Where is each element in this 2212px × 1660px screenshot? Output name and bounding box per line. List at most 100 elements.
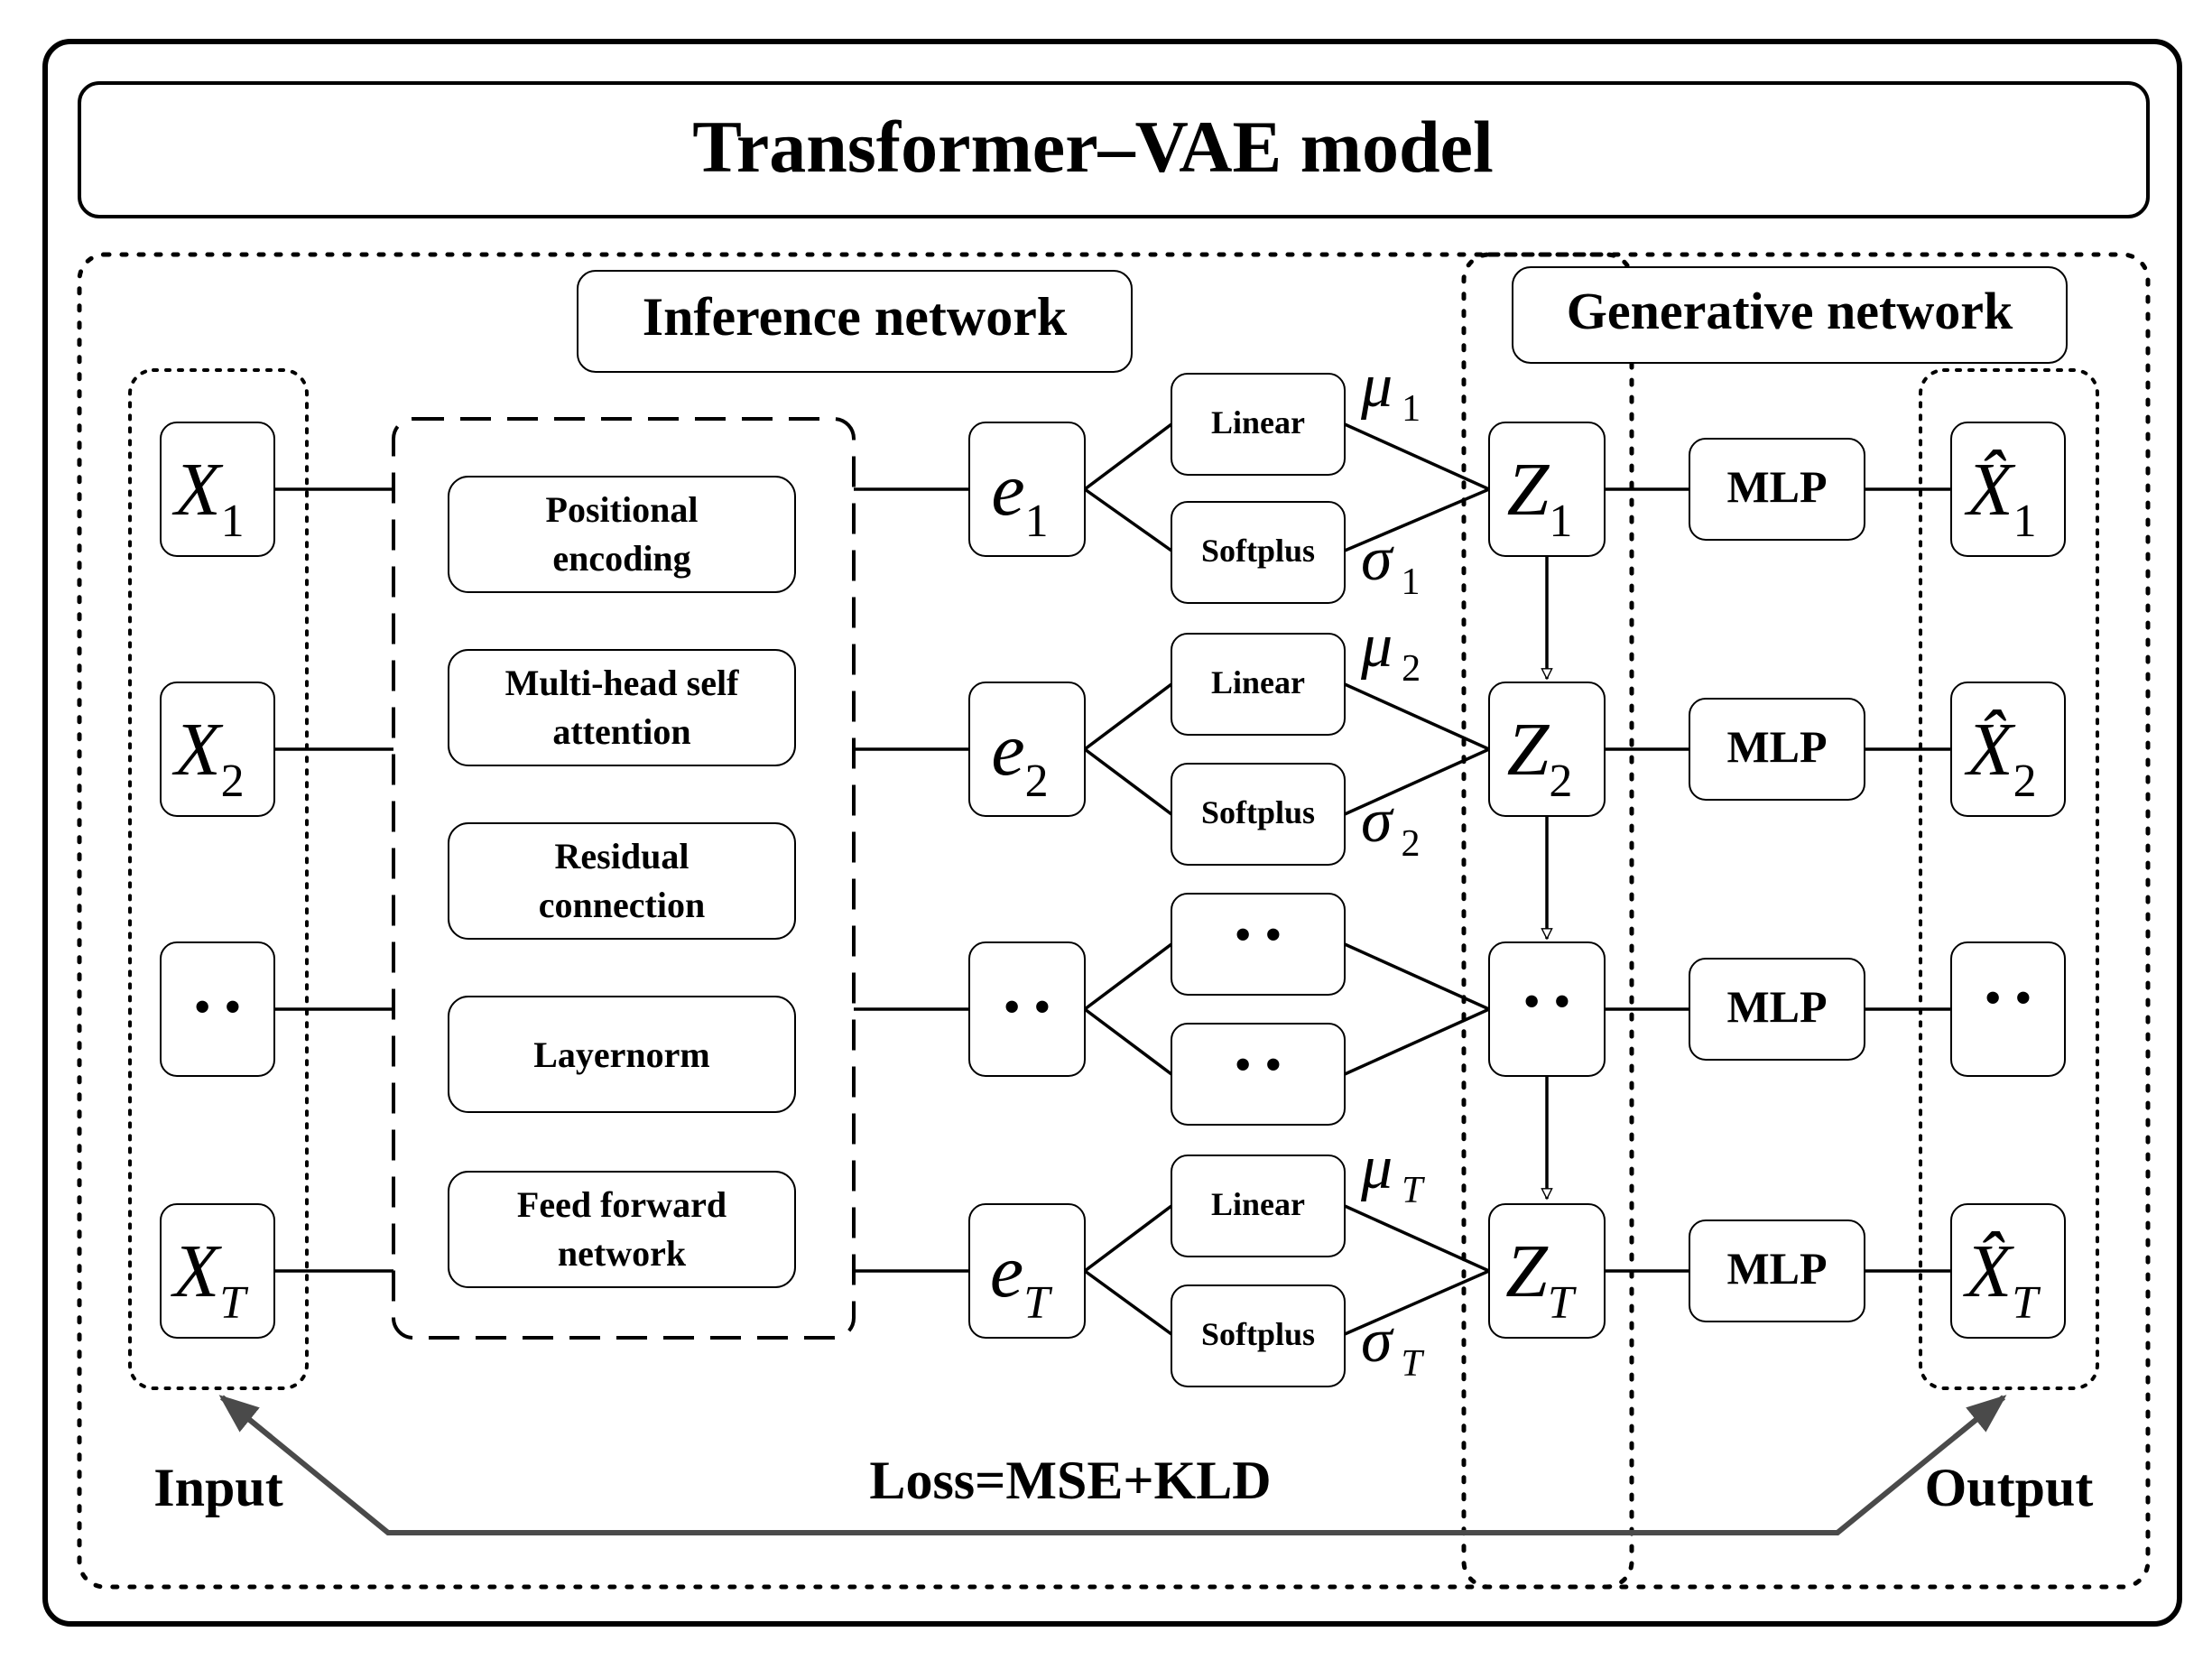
- output-xhat1: X̂1: [1964, 448, 2036, 547]
- lower-ellipsis-box: [1171, 1023, 1346, 1126]
- latent-zt-box: [1488, 1203, 1606, 1339]
- embed-ellipsis-box: [968, 941, 1086, 1077]
- mlp-t-box: [1689, 1219, 1865, 1322]
- upper-ellipsis-box: [1171, 893, 1346, 996]
- linear-2-label: Linear: [1211, 664, 1305, 700]
- linear-t-box: [1171, 1155, 1346, 1257]
- output-xhatt: X̂T: [1963, 1229, 2041, 1329]
- mlp-3-box: [1689, 958, 1865, 1061]
- multi-head-attention-box: [448, 649, 796, 766]
- loss-label: Loss=MSE+KLD: [869, 1451, 1271, 1510]
- inference-network-label: Inference network: [643, 287, 1068, 347]
- multi-head-attention-label-1: Multi-head self: [505, 663, 740, 703]
- residual-connection-box: [448, 822, 796, 940]
- embed-et-box: [968, 1203, 1086, 1339]
- upper-ellipsis: • •: [1234, 907, 1282, 963]
- input-xt-box: [160, 1203, 275, 1339]
- generative-network-box: [1512, 266, 2068, 364]
- softplus-1-box: [1171, 501, 1346, 604]
- positional-encoding-label-1: Positional: [546, 489, 699, 530]
- feed-forward-label-2: network: [558, 1233, 687, 1274]
- embed-e1-box: [968, 422, 1086, 557]
- softplus-t-box: [1171, 1284, 1346, 1387]
- embed-e2: e2: [991, 708, 1048, 807]
- output-xhatt-box: [1950, 1203, 2066, 1339]
- softplus-t-label: Softplus: [1201, 1316, 1315, 1352]
- softplus-1-label: Softplus: [1201, 533, 1315, 569]
- linear-2-box: [1171, 633, 1346, 736]
- layernorm-label: Layernorm: [533, 1034, 710, 1075]
- fork-e3: [1082, 942, 1173, 1076]
- softplus-2-label: Softplus: [1201, 794, 1315, 830]
- layernorm-box: [448, 996, 796, 1113]
- embed-e1: e1: [991, 448, 1048, 547]
- softplus-2-box: [1171, 763, 1346, 866]
- residual-connection-label-1: Residual: [555, 836, 690, 876]
- input-x1: X1: [171, 448, 244, 547]
- loss-feedback-path: [220, 1395, 2005, 1535]
- transformer-block-dashed: [392, 417, 856, 1340]
- linear-t-label: Linear: [1211, 1186, 1305, 1222]
- latent-zt: ZT: [1505, 1229, 1577, 1329]
- input-x2-box: [160, 682, 275, 817]
- model-area-dotted: [77, 252, 2151, 1590]
- residual-connection-label-2: connection: [539, 885, 705, 925]
- embed-e2-box: [968, 682, 1086, 817]
- join-z3: [1344, 942, 1494, 1076]
- multi-head-attention-label-2: attention: [552, 711, 690, 752]
- loss-arrow-input: [218, 1395, 273, 1440]
- mlp-t-label: MLP: [1726, 1243, 1827, 1294]
- fork-e2: [1082, 682, 1173, 816]
- fork-et: [1082, 1204, 1173, 1336]
- output-xhat1-box: [1950, 422, 2066, 557]
- input-label: Input: [153, 1458, 282, 1517]
- input-xt: XT: [171, 1229, 248, 1329]
- mlp-3-label: MLP: [1726, 981, 1827, 1032]
- positional-encoding-box: [448, 476, 796, 593]
- embed-ellipsis: • •: [1003, 979, 1050, 1035]
- input-ellipsis-box: [160, 941, 275, 1077]
- input-x2: X2: [171, 708, 244, 807]
- positional-encoding-label-2: encoding: [552, 538, 690, 579]
- diagram-title: Transformer–VAE model: [692, 106, 1493, 188]
- loss-arrow-output: [1953, 1395, 2007, 1440]
- outer-frame: [42, 39, 2182, 1627]
- feed-forward-box: [448, 1171, 796, 1288]
- mlp-1-box: [1689, 438, 1865, 541]
- input-column-dotted: [128, 368, 309, 1390]
- lower-ellipsis: • •: [1234, 1037, 1282, 1093]
- fork-e1: [1082, 422, 1173, 552]
- mlp-2-label: MLP: [1726, 721, 1827, 772]
- output-xhat2: X̂2: [1964, 708, 2036, 807]
- output-xhat2-box: [1950, 682, 2066, 817]
- transformer-sublayers: Positional encoding Multi-head self atte…: [448, 476, 796, 1288]
- latent-z2-box: [1488, 682, 1606, 817]
- title-box: [78, 81, 2150, 218]
- latent-ellipsis: • •: [1522, 974, 1570, 1030]
- generative-network-label: Generative network: [1567, 282, 2013, 340]
- output-ellipsis: • •: [1984, 970, 2032, 1026]
- output-ellipsis-box: [1950, 941, 2066, 1077]
- input-ellipsis: • •: [193, 979, 241, 1035]
- latent-z1-box: [1488, 422, 1606, 557]
- feed-forward-label-1: Feed forward: [517, 1184, 727, 1225]
- mlp-2-box: [1689, 698, 1865, 801]
- linear-1-label: Linear: [1211, 404, 1305, 441]
- latent-ellipsis-box: [1488, 941, 1606, 1077]
- row-ellipsis: • • • • • • • • • • MLP • •: [160, 893, 2066, 1126]
- inference-network-box: [577, 270, 1133, 373]
- input-x1-box: [160, 422, 275, 557]
- embed-et: eT: [990, 1229, 1052, 1329]
- output-label: Output: [1925, 1458, 2094, 1517]
- latent-z1: Z1: [1507, 448, 1573, 547]
- latent-z2: Z2: [1507, 708, 1573, 807]
